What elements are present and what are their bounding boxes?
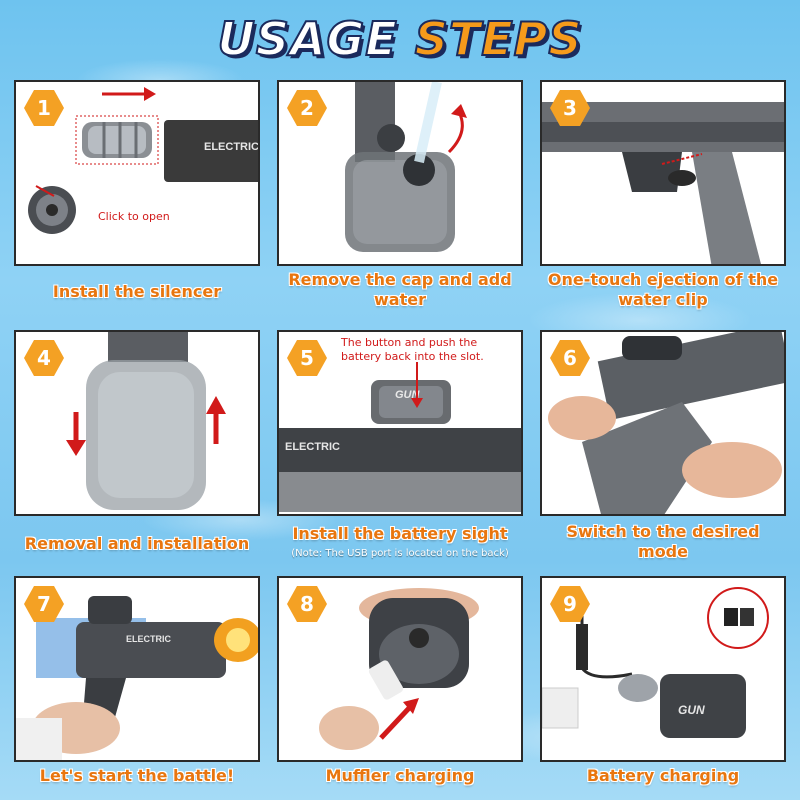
step-number: 5 xyxy=(300,346,314,370)
svg-text:ELECTRIC: ELECTRIC xyxy=(285,441,340,453)
step-6-badge: 6 xyxy=(550,340,590,376)
step-9-panel: GUN 9 xyxy=(540,576,786,762)
battle-illustration: ELECTRIC xyxy=(16,596,258,760)
step-5-badge: 5 xyxy=(287,340,327,376)
step-7-badge: 7 xyxy=(24,586,64,622)
step-number: 4 xyxy=(37,346,51,370)
water-clip-illustration xyxy=(345,82,467,252)
step-5-usb-note: (Note: The USB port is located on the ba… xyxy=(291,548,509,559)
step-2-caption: Remove the cap and add water xyxy=(288,270,512,309)
step-3-panel: 3 xyxy=(540,80,786,266)
battery-charging-illustration: GUN xyxy=(542,587,769,738)
page-title: USAGE STEPS xyxy=(0,11,800,67)
step-8-caption: Muffler charging xyxy=(325,766,475,785)
step-1-panel: ELECTRIC 1 Click to open xyxy=(14,80,260,266)
step-2-panel: 2 xyxy=(277,80,523,266)
step-5-panel: The button and push the battery back int… xyxy=(277,330,523,516)
step-2-badge: 2 xyxy=(287,90,327,126)
mode-switch-illustration xyxy=(548,332,784,514)
title-steps: STEPS xyxy=(414,11,583,67)
step-1-caption: Install the silencer xyxy=(52,282,222,301)
step-5-caption-block: Install the battery sight (Note: The USB… xyxy=(277,524,523,564)
step-4-caption: Removal and installation xyxy=(24,534,250,553)
step-number: 2 xyxy=(300,96,314,120)
muffler-charging-illustration xyxy=(319,588,479,750)
silencer-illustration: ELECTRIC xyxy=(28,87,259,234)
step-8-panel: 8 xyxy=(277,576,523,762)
clip-removal-illustration xyxy=(66,332,226,510)
svg-text:ELECTRIC: ELECTRIC xyxy=(204,141,259,153)
battery-instruction-line-1: The button and push the xyxy=(341,336,478,349)
step-6-panel: 6 xyxy=(540,330,786,516)
step-4-panel: 4 xyxy=(14,330,260,516)
step-3-badge: 3 xyxy=(550,90,590,126)
battery-instruction-line-2: battery back into the slot. xyxy=(341,350,484,363)
step-1-badge: 1 xyxy=(24,90,64,126)
step-number: 8 xyxy=(300,592,314,616)
step-6-caption: Switch to the desired mode xyxy=(566,522,760,561)
step-number: 1 xyxy=(37,96,51,120)
battery-instruction: The button and push the battery back int… xyxy=(341,336,521,364)
step-number: 9 xyxy=(563,592,577,616)
step-3-caption: One-touch ejection of the water clip xyxy=(547,270,779,309)
title-usage: USAGE xyxy=(216,11,398,67)
battery-sight-illustration: GUN ELECTRIC xyxy=(279,362,521,512)
step-number: 7 xyxy=(37,592,51,616)
step-9-caption: Battery charging xyxy=(586,766,740,785)
step-9-badge: 9 xyxy=(550,586,590,622)
step-7-panel: ELECTRIC 7 xyxy=(14,576,260,762)
click-to-open-label: Click to open xyxy=(98,210,170,223)
svg-text:GUN: GUN xyxy=(678,703,705,717)
step-4-badge: 4 xyxy=(24,340,64,376)
step-5-caption: Install the battery sight xyxy=(292,524,508,543)
svg-text:ELECTRIC: ELECTRIC xyxy=(126,634,172,644)
step-7-caption: Let's start the battle! xyxy=(39,766,235,785)
step-8-badge: 8 xyxy=(287,586,327,622)
step-number: 3 xyxy=(563,96,577,120)
step-number: 6 xyxy=(563,346,577,370)
